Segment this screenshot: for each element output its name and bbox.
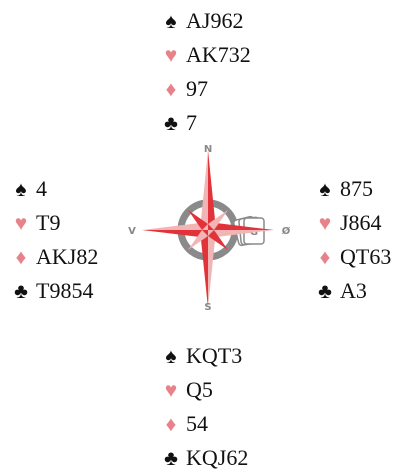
suit-row-spades: ♠875 — [314, 172, 391, 206]
heart-icon: ♥ — [314, 206, 336, 240]
suit-row-diamonds: ♦54 — [160, 407, 248, 441]
cards-clubs: 7 — [186, 106, 197, 140]
suit-row-clubs: ♣7 — [160, 106, 251, 140]
hand-north: ♠AJ962 ♥AK732 ♦97 ♣7 — [160, 4, 251, 140]
spade-icon: ♠ — [314, 172, 336, 206]
suit-row-spades: ♠AJ962 — [160, 4, 251, 38]
compass-point-south — [200, 230, 208, 308]
club-icon: ♣ — [160, 441, 182, 475]
hand-east: ♠875 ♥J864 ♦QT63 ♣A3 — [314, 172, 391, 308]
club-icon: ♣ — [314, 274, 336, 308]
cards-clubs: KQJ62 — [186, 441, 248, 475]
spade-icon: ♠ — [160, 4, 182, 38]
suit-row-clubs: ♣KQJ62 — [160, 441, 248, 475]
cards-hearts: J864 — [340, 206, 382, 240]
suit-row-hearts: ♥T9 — [10, 206, 98, 240]
spade-icon: ♠ — [10, 172, 32, 206]
diamond-icon: ♦ — [314, 240, 336, 274]
hand-west: ♠4 ♥T9 ♦AKJ82 ♣T9854 — [10, 172, 98, 308]
suit-row-hearts: ♥AK732 — [160, 38, 251, 72]
cards-hearts: T9 — [36, 206, 60, 240]
suit-row-diamonds: ♦AKJ82 — [10, 240, 98, 274]
diamond-icon: ♦ — [10, 240, 32, 274]
suit-row-clubs: ♣T9854 — [10, 274, 98, 308]
compass-point-north — [200, 150, 208, 230]
cards-spades: KQT3 — [186, 339, 242, 373]
diamond-icon: ♦ — [160, 72, 182, 106]
hand-south: ♠KQT3 ♥Q5 ♦54 ♣KQJ62 — [160, 339, 248, 475]
compass-rose: G N S V Ø — [116, 138, 298, 318]
heart-icon: ♥ — [10, 206, 32, 240]
cards-clubs: T9854 — [36, 274, 93, 308]
diamond-icon: ♦ — [160, 407, 182, 441]
cards-diamonds: 54 — [186, 407, 208, 441]
suit-row-diamonds: ♦QT63 — [314, 240, 391, 274]
cards-clubs: A3 — [340, 274, 367, 308]
cards-hearts: AK732 — [186, 38, 251, 72]
suit-row-diamonds: ♦97 — [160, 72, 251, 106]
cards-spades: AJ962 — [186, 4, 243, 38]
direction-north: N — [204, 144, 212, 155]
direction-west: V — [128, 226, 136, 237]
cards-hearts: Q5 — [186, 373, 213, 407]
cards-spades: 875 — [340, 172, 373, 206]
cards-diamonds: QT63 — [340, 240, 391, 274]
suit-row-spades: ♠4 — [10, 172, 98, 206]
club-icon: ♣ — [10, 274, 32, 308]
heart-icon: ♥ — [160, 373, 182, 407]
cards-diamonds: 97 — [186, 72, 208, 106]
direction-south: S — [204, 302, 211, 313]
spade-icon: ♠ — [160, 339, 182, 373]
cards-diamonds: AKJ82 — [36, 240, 98, 274]
cards-spades: 4 — [36, 172, 47, 206]
direction-east: Ø — [282, 225, 291, 237]
club-icon: ♣ — [160, 106, 182, 140]
heart-icon: ♥ — [160, 38, 182, 72]
suit-row-clubs: ♣A3 — [314, 274, 391, 308]
suit-row-hearts: ♥J864 — [314, 206, 391, 240]
suit-row-hearts: ♥Q5 — [160, 373, 248, 407]
suit-row-spades: ♠KQT3 — [160, 339, 248, 373]
